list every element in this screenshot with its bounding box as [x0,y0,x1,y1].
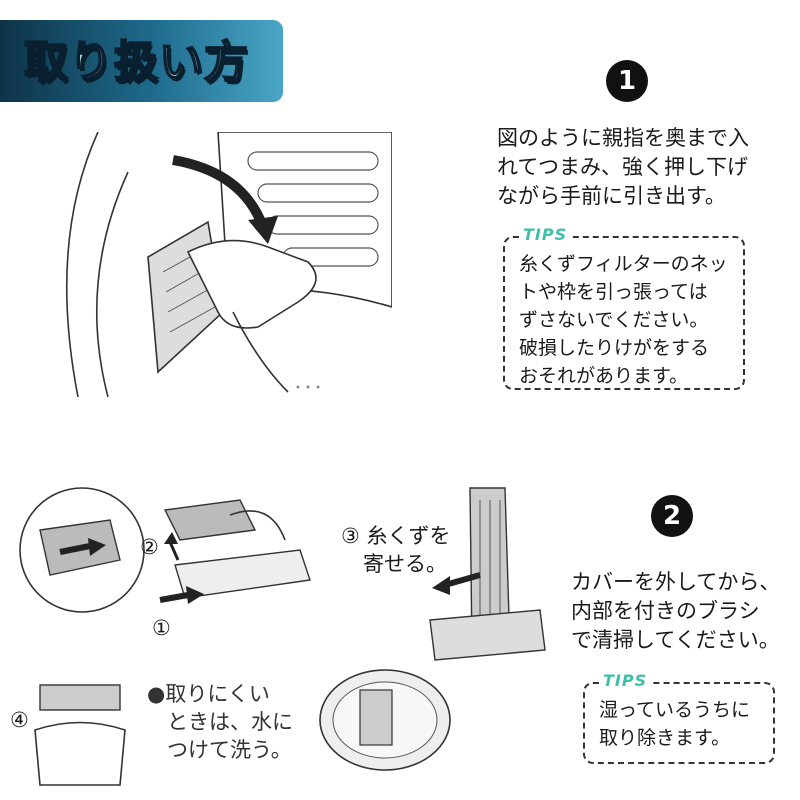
sub-step-3-caption: ③ 糸くずを 寄せる。 [341,524,451,576]
wash-note: ●取りにくい ときは、水に つけて洗う。 [147,682,293,762]
step1-illustration [58,132,392,397]
tips-label: TIPS [519,225,572,244]
step-2-instructions: カバーを外してから、 内部を付きのブラシ で清掃してください。 [571,570,781,652]
step-1-tips-box: TIPS 糸くずフィルターのネッ トや枠を引っ張っては ずさないでください。 破… [503,225,745,390]
title-banner: 取り扱い方 [0,20,283,102]
step-2-tips-box: TIPS 湿っているうちに 取り除きます。 [583,671,775,764]
step-1-badge: 1 [606,60,648,102]
tips-text: 湿っているうちに 取り除きます。 [599,699,751,749]
sub-step-1-label: ① [152,616,171,640]
sub-step-2-label: ② [140,535,159,559]
step-1-instructions: 図のように親指を奥まで入 れてつまみ、強く押し下げ ながら手前に引き出す。 [497,126,749,208]
page-title: 取り扱い方 [23,36,249,89]
tips-text: 糸くずフィルターのネッ トや枠を引っ張っては ずさないでください。 破損したりけ… [519,253,728,387]
tips-label: TIPS [599,671,652,690]
sub-step-4-label: ④ [10,708,29,732]
step-2-badge: 2 [651,495,693,537]
step2-illustration [19,487,546,786]
